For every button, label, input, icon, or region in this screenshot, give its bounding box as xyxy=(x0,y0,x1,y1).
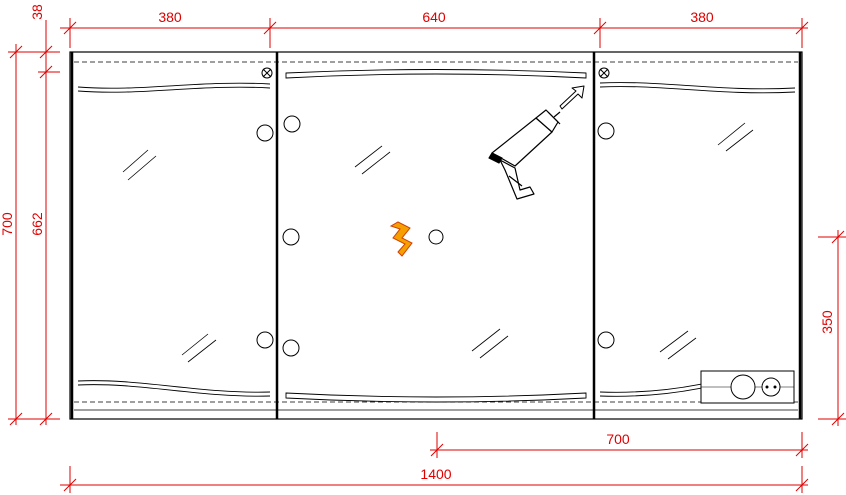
power-drill-icon xyxy=(488,85,585,200)
dim-top-right: 380 xyxy=(690,9,714,25)
glass-reflections xyxy=(122,122,754,363)
screw-icons xyxy=(261,67,610,79)
hinge-right-top xyxy=(597,122,615,140)
dim-total-height: 700 xyxy=(0,212,15,236)
shelf-curves xyxy=(77,69,796,403)
hinges xyxy=(256,115,615,357)
dim-top-center: 640 xyxy=(422,9,446,25)
hinge-center-middle xyxy=(282,228,300,246)
power-outlet-icon xyxy=(700,370,795,404)
lightning-icon xyxy=(389,221,413,257)
screw-icon-right xyxy=(598,67,610,79)
lamp-point xyxy=(428,229,444,245)
hinge-left-top xyxy=(256,124,274,142)
screw-icon-left xyxy=(261,67,273,79)
dim-overall-width: 1400 xyxy=(420,466,451,482)
dim-top-left: 380 xyxy=(158,9,182,25)
dim-outlet-height: 350 xyxy=(819,310,835,334)
hinge-center-top xyxy=(283,115,301,133)
dim-top-offset: 38 xyxy=(29,4,45,20)
dim-inner-height: 662 xyxy=(29,212,45,236)
hinge-left-bottom xyxy=(256,331,274,349)
dimension-lines xyxy=(8,18,846,493)
dim-right-section: 700 xyxy=(606,431,630,447)
hinge-right-bottom xyxy=(597,331,615,349)
hinge-center-bottom xyxy=(282,339,300,357)
